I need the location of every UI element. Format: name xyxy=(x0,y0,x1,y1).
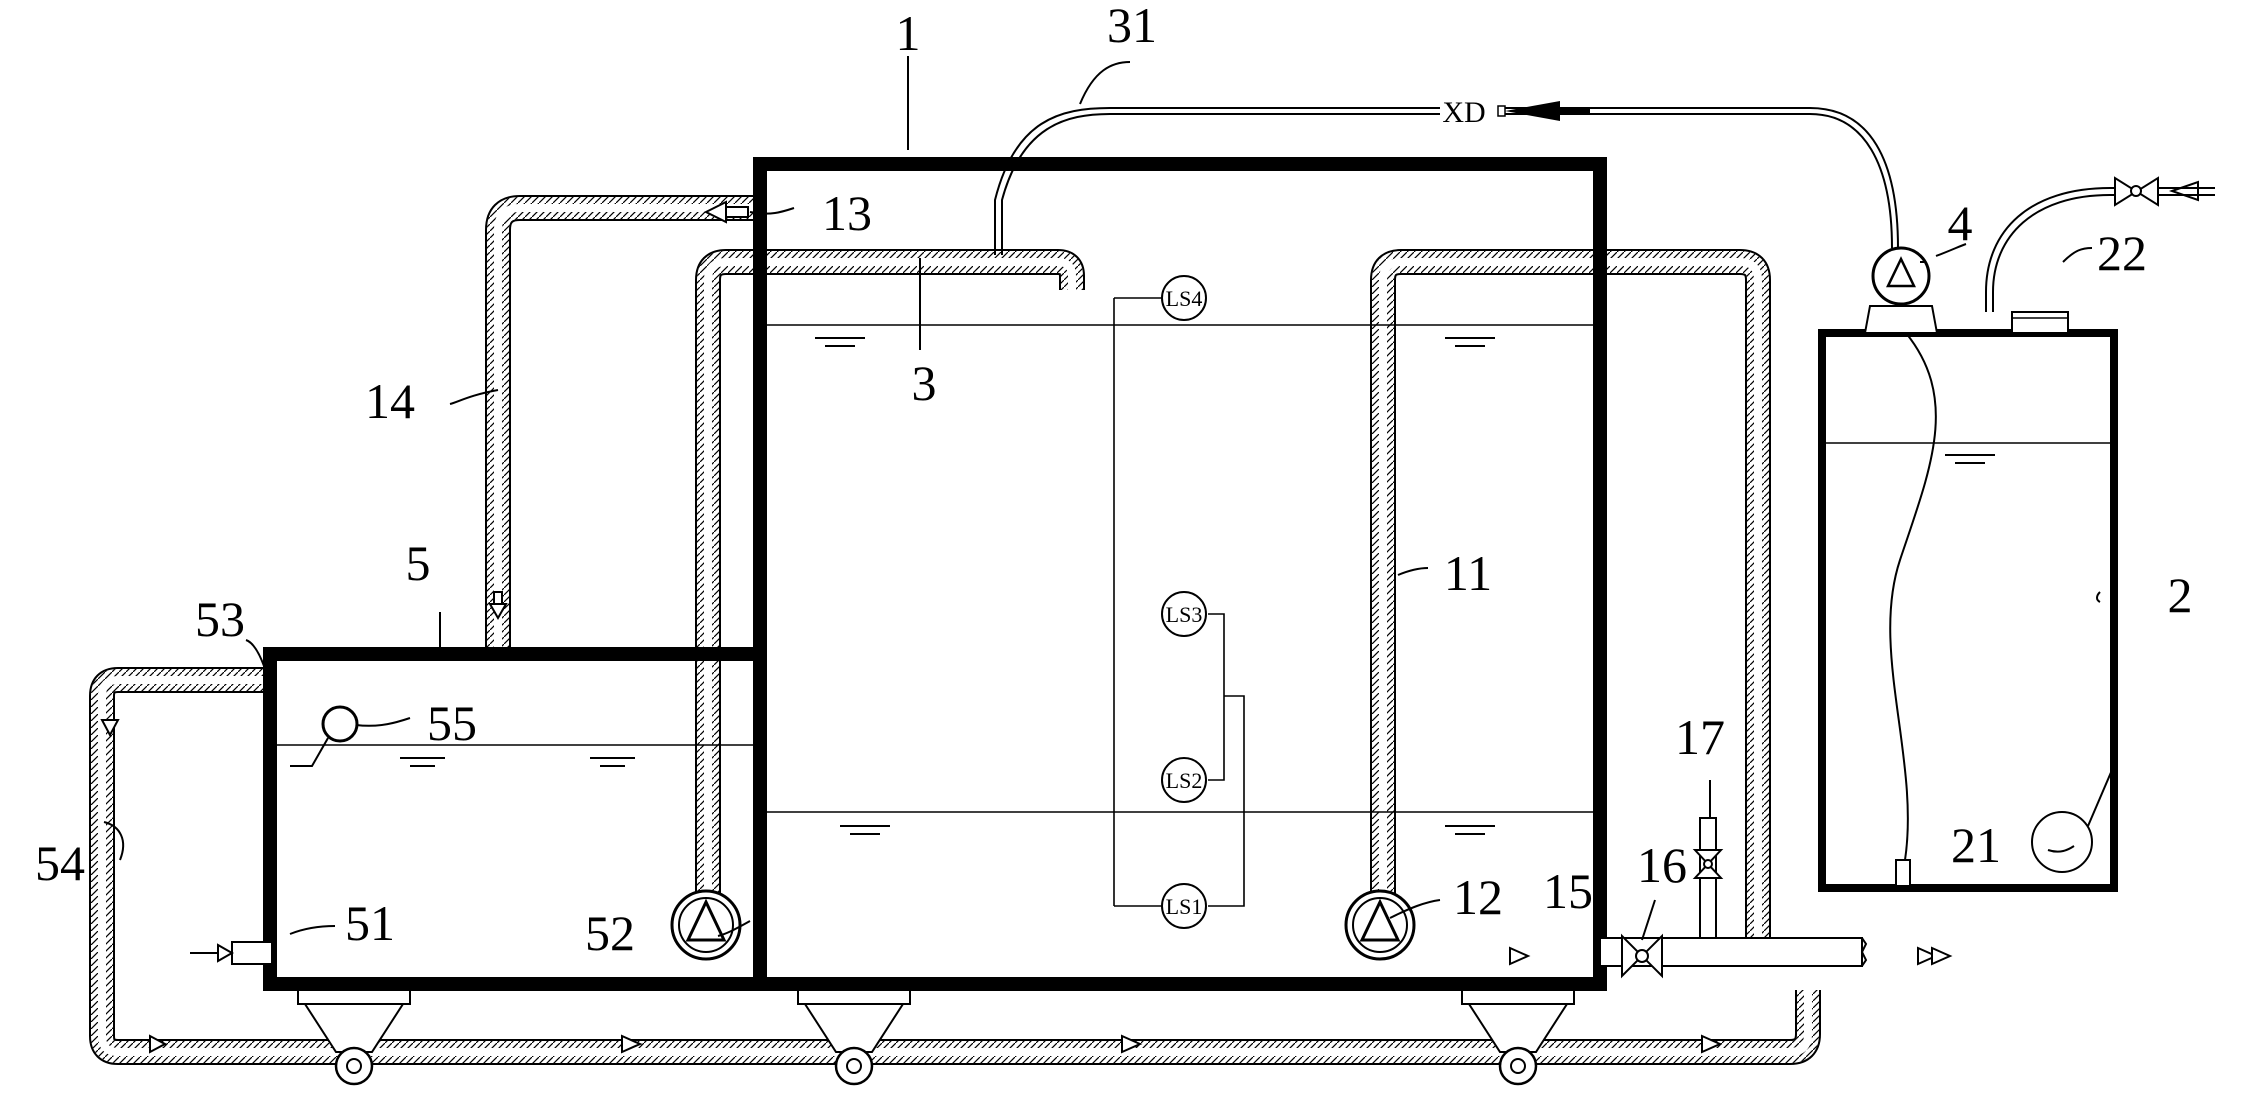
tank-5 xyxy=(263,647,760,991)
ls4-text: LS4 xyxy=(1166,286,1203,311)
label-11: 11 xyxy=(1444,545,1492,601)
mixer-21 xyxy=(2031,811,2093,873)
label-55: 55 xyxy=(427,695,477,751)
ls3-text: LS3 xyxy=(1166,602,1203,627)
label-12: 12 xyxy=(1453,869,1503,925)
label-14: 14 xyxy=(365,373,415,429)
pump-52 xyxy=(670,889,742,961)
label-3: 3 xyxy=(912,355,937,411)
float-55 xyxy=(321,705,359,743)
label-2: 2 xyxy=(2168,567,2193,623)
label-17: 17 xyxy=(1675,709,1725,765)
sensor-ls3 xyxy=(1161,591,1207,637)
pipe-11 xyxy=(1370,249,1771,950)
inlet-51 xyxy=(190,941,273,965)
sensor-ls1 xyxy=(1161,883,1207,929)
label-21: 21 xyxy=(1951,817,2001,873)
tank-1 xyxy=(753,157,1607,991)
leader-lines xyxy=(103,56,2101,941)
label-1: 1 xyxy=(896,5,921,61)
pipe-54 xyxy=(89,667,1821,1065)
support-wheels xyxy=(297,989,1575,1086)
level-sensors: LS4 LS3 LS2 LS1 xyxy=(1113,275,1245,929)
label-16: 16 xyxy=(1637,837,1687,893)
label-15: 15 xyxy=(1543,863,1593,919)
flow-arrows xyxy=(100,719,1953,1054)
valve-17 xyxy=(1692,817,1724,939)
tank-2 xyxy=(1818,311,2118,892)
label-5: 5 xyxy=(406,535,431,591)
pipe-22 xyxy=(1985,176,2215,312)
pump-12 xyxy=(1344,889,1416,961)
pipe-14 xyxy=(485,195,762,660)
label-4: 4 xyxy=(1948,195,1973,251)
valve-16 xyxy=(1621,933,1663,979)
label-31: 31 xyxy=(1107,0,1157,53)
pump-4 xyxy=(1863,246,1939,334)
label-54: 54 xyxy=(35,835,85,891)
ls2-text: LS2 xyxy=(1166,768,1203,793)
sensor-ls4 xyxy=(1161,275,1207,321)
label-52: 52 xyxy=(585,905,635,961)
label-51: 51 xyxy=(345,895,395,951)
sensor-ls2 xyxy=(1161,757,1207,803)
label-53: 53 xyxy=(195,591,245,647)
outlet-15 xyxy=(1509,937,1939,967)
pipe-52 xyxy=(695,249,1085,925)
ls1-text: LS1 xyxy=(1166,894,1203,919)
pipe-31 xyxy=(994,101,1899,255)
label-22: 22 xyxy=(2097,225,2147,281)
xd-label: XD xyxy=(1442,96,1485,129)
label-13: 13 xyxy=(822,185,872,241)
